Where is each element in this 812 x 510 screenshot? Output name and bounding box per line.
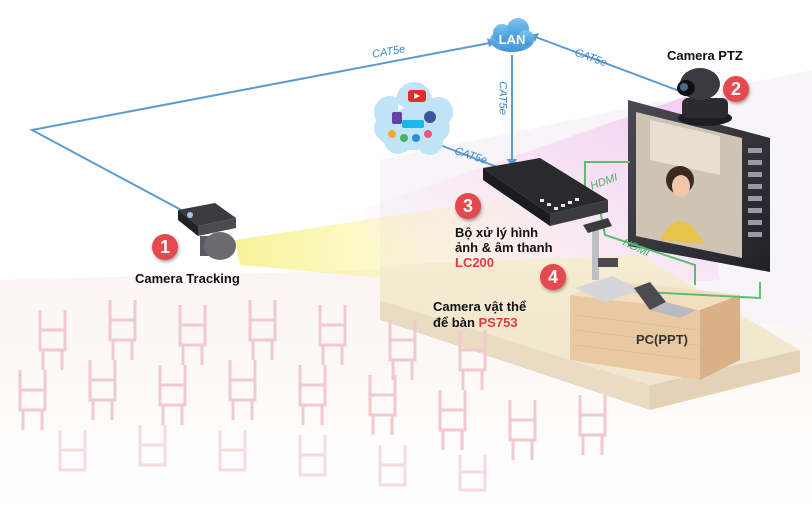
vimeo-icon — [402, 120, 424, 128]
lectern-bricks — [574, 314, 699, 361]
pc-label: PC(PPT) — [636, 332, 688, 347]
lan-cloud-icon — [490, 18, 534, 52]
twitch-icon — [392, 112, 402, 124]
cable-tracking-lan — [29, 41, 496, 213]
badge-processor: 3 — [455, 193, 481, 219]
document-camera-product-code: PS753 — [478, 315, 518, 330]
network-cables — [29, 35, 691, 213]
ps753-device — [575, 218, 642, 302]
document-camera-label-line2: để bàn PS753 — [433, 315, 518, 330]
audience-chairs — [18, 300, 607, 460]
camera-ptz-label: Camera PTZ — [667, 48, 743, 63]
processor-label-line1: Bộ xử lý hình — [455, 225, 539, 240]
pc-device — [634, 282, 696, 318]
document-camera-label-line1: Camera vật thể — [433, 299, 527, 314]
document-camera-label-prefix: để bàn — [433, 315, 479, 330]
camera-tracking-label: Camera Tracking — [135, 271, 240, 286]
cable-ptz-lan — [532, 35, 691, 96]
display-video-light — [650, 120, 720, 175]
processor-product-code: LC200 — [455, 255, 495, 270]
badge-camera-tracking: 1 — [152, 234, 178, 260]
tracking-camera-device — [178, 203, 236, 260]
twitch-hint: ▶ — [398, 102, 405, 112]
display-sidebar — [748, 148, 762, 237]
presenter-face — [672, 175, 690, 197]
cable-processor-display — [584, 161, 630, 188]
lan-label: LAN — [498, 32, 526, 47]
cable-label-lan-processor: CAT5e — [496, 81, 509, 115]
badge-document-camera: 4 — [540, 264, 566, 290]
presenter-body — [660, 220, 704, 244]
facebook-icon — [424, 111, 436, 123]
badge-camera-ptz: 2 — [723, 76, 749, 102]
cable-processor-streaming — [439, 144, 506, 171]
stage-front — [380, 300, 650, 410]
processor-label-line2: ảnh & âm thanh — [455, 240, 553, 255]
lc200-device — [483, 158, 608, 226]
lectern-side — [700, 295, 740, 380]
stage-side — [650, 350, 800, 410]
audience-chairs-back — [58, 425, 487, 492]
ptz-camera-device — [677, 68, 732, 126]
streaming-cloud-icon — [374, 82, 453, 155]
